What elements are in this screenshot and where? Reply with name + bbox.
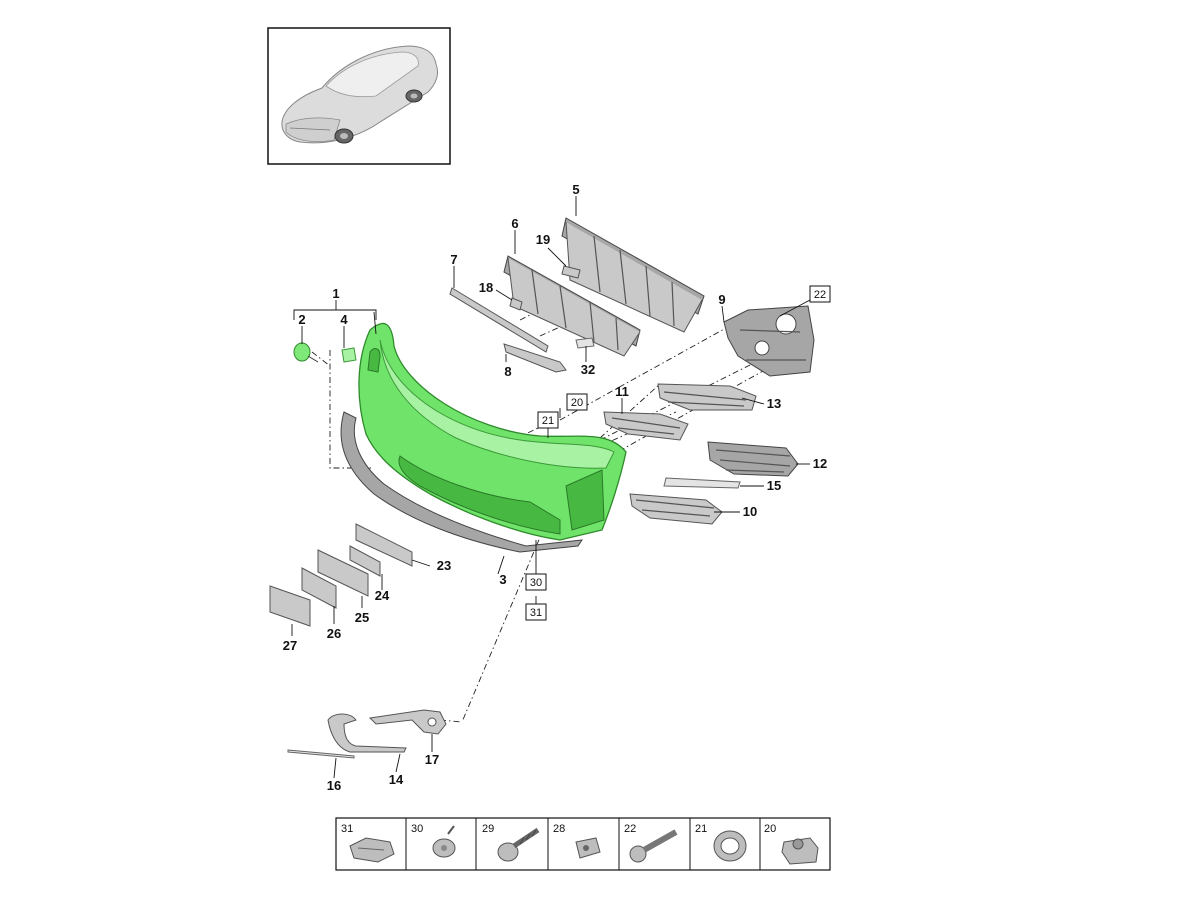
- bolt-icon: [629, 829, 678, 863]
- callout-25[interactable]: 25: [355, 610, 369, 625]
- sensor-holder-icon: [781, 837, 819, 865]
- svg-text:22: 22: [624, 823, 636, 835]
- svg-text:31: 31: [341, 823, 353, 835]
- screw-icon: [497, 827, 540, 862]
- leader-lines: [291, 196, 811, 779]
- clip-18[interactable]: [509, 297, 523, 311]
- callout-16[interactable]: 16: [327, 778, 341, 793]
- clip-32[interactable]: [575, 337, 595, 349]
- side-trim-14[interactable]: [327, 713, 407, 753]
- front-bumper-cover[interactable]: [358, 322, 627, 541]
- callout-11[interactable]: 11: [615, 384, 629, 399]
- callout-7[interactable]: 7: [450, 252, 457, 267]
- callout-19[interactable]: 19: [536, 232, 550, 247]
- expanding-nut-icon: [575, 837, 601, 859]
- trim-strip-16[interactable]: [287, 749, 355, 759]
- vehicle-thumbnail[interactable]: [267, 27, 451, 165]
- callout-15[interactable]: 15: [767, 478, 781, 493]
- cap-4[interactable]: [341, 347, 357, 363]
- callout-6[interactable]: 6: [511, 216, 518, 231]
- callout-23[interactable]: 23: [437, 558, 451, 573]
- callouts: 1 2 3 4 5 6 7 8 9 10 11 12 13 14 15 16 1…: [283, 182, 827, 793]
- legend-cell-31[interactable]: 31: [341, 823, 395, 863]
- callout-27[interactable]: 27: [283, 638, 297, 653]
- trim-strip-15[interactable]: [663, 477, 741, 489]
- callout-14[interactable]: 14: [389, 772, 404, 787]
- callout-1[interactable]: 1: [332, 286, 339, 301]
- svg-text:20: 20: [571, 397, 583, 409]
- vent-duct-13[interactable]: [657, 383, 757, 411]
- spring-clip-icon: [349, 837, 395, 863]
- callout-5[interactable]: 5: [572, 182, 579, 197]
- air-guide-10[interactable]: [629, 493, 723, 525]
- front-spoiler-lip[interactable]: [340, 411, 584, 553]
- plate-24[interactable]: [349, 545, 381, 577]
- svg-text:21: 21: [695, 823, 707, 835]
- callout-2[interactable]: 2: [298, 312, 305, 327]
- callout-17[interactable]: 17: [425, 752, 439, 767]
- callout-12[interactable]: 12: [813, 456, 827, 471]
- plate-27[interactable]: [269, 585, 311, 627]
- svg-text:30: 30: [530, 577, 542, 589]
- trim-strip-7[interactable]: [449, 287, 549, 353]
- boxed-callouts: 20 21 22 30 31: [525, 285, 831, 621]
- lower-grille[interactable]: [503, 255, 641, 357]
- bracket-17[interactable]: [368, 709, 447, 735]
- car-icon: [281, 45, 439, 144]
- headlight-bracket[interactable]: [723, 305, 815, 377]
- boxed-callout-31[interactable]: 31: [525, 603, 547, 621]
- trim-strip-8[interactable]: [503, 343, 567, 373]
- boxed-callout-21[interactable]: 21: [537, 411, 559, 429]
- callout-32[interactable]: 32: [581, 362, 595, 377]
- svg-text:22: 22: [814, 289, 826, 301]
- svg-text:30: 30: [411, 823, 423, 835]
- callout-3[interactable]: 3: [499, 572, 506, 587]
- svg-text:31: 31: [530, 607, 542, 619]
- upper-grille[interactable]: [561, 217, 705, 333]
- callout-10[interactable]: 10: [743, 504, 757, 519]
- legend-cell-29[interactable]: 29: [482, 823, 540, 862]
- grommet-icon: [713, 830, 747, 862]
- legend-cell-28[interactable]: 28: [553, 823, 601, 859]
- plate-26[interactable]: [301, 567, 337, 609]
- hardware-legend: 31 30 29 28: [335, 817, 831, 871]
- svg-text:28: 28: [553, 823, 565, 835]
- callout-13[interactable]: 13: [767, 396, 781, 411]
- legend-cell-22[interactable]: 22: [624, 823, 678, 863]
- legend-cell-20[interactable]: 20: [764, 823, 819, 865]
- svg-text:29: 29: [482, 823, 494, 835]
- callout-24[interactable]: 24: [375, 588, 390, 603]
- cap-2[interactable]: [293, 342, 319, 363]
- boxed-callout-22[interactable]: 22: [809, 285, 831, 303]
- legend-cell-21[interactable]: 21: [695, 823, 747, 862]
- plate-23[interactable]: [355, 523, 413, 567]
- callout-26[interactable]: 26: [327, 626, 341, 641]
- clip-19[interactable]: [561, 265, 581, 279]
- air-guide-11[interactable]: [603, 411, 689, 441]
- legend-cell-30[interactable]: 30: [411, 823, 456, 858]
- push-rivet-icon: [432, 825, 456, 858]
- callout-9[interactable]: 9: [718, 292, 725, 307]
- callout-4[interactable]: 4: [340, 312, 348, 327]
- svg-text:21: 21: [542, 415, 554, 427]
- boxed-callout-30[interactable]: 30: [525, 573, 547, 591]
- plate-25[interactable]: [317, 549, 369, 597]
- boxed-callout-20[interactable]: 20: [566, 393, 588, 411]
- callout-18[interactable]: 18: [479, 280, 493, 295]
- callout-8[interactable]: 8: [504, 364, 511, 379]
- svg-text:20: 20: [764, 823, 776, 835]
- side-grille-12[interactable]: [707, 441, 799, 477]
